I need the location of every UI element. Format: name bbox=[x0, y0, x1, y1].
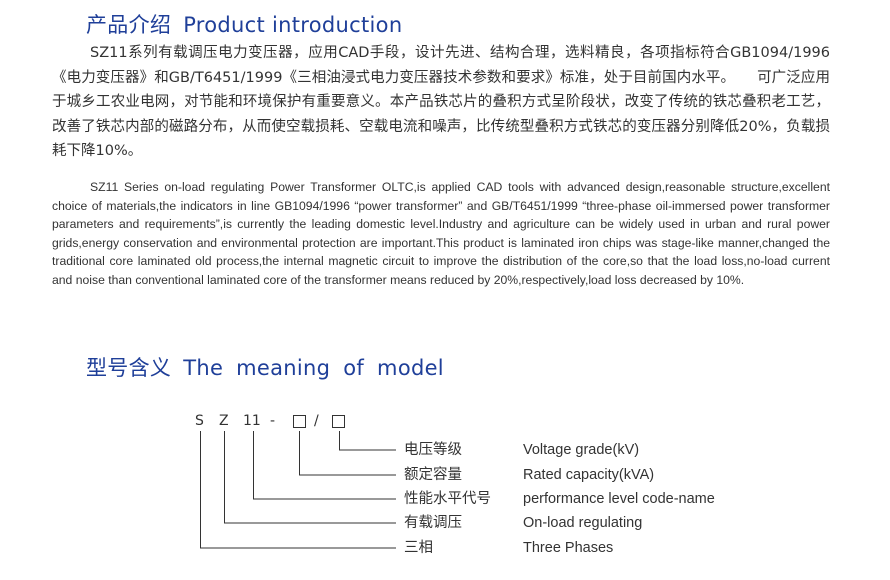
legend-cn-rated-capacity: 额定容量 bbox=[404, 467, 462, 483]
connector-on-load bbox=[224, 431, 396, 524]
legend-en-on-load: On-load regulating bbox=[523, 515, 643, 531]
legend-cn-three-phases: 三相 bbox=[404, 540, 433, 556]
connector-rated-capacity bbox=[299, 431, 396, 476]
model-code-dash: - bbox=[270, 413, 276, 429]
model-code-number: 11 bbox=[243, 413, 261, 429]
legend-en-voltage-grade: Voltage grade(kV) bbox=[523, 442, 640, 458]
legend-cn-on-load: 有载调压 bbox=[404, 515, 462, 531]
product-intro-title-cn: 产品介绍 bbox=[86, 13, 172, 37]
legend-cn-performance-level: 性能水平代号 bbox=[404, 491, 491, 507]
model-code-z: Z bbox=[219, 413, 229, 429]
legend-en-performance-level: performance level code-name bbox=[523, 491, 715, 507]
product-intro-paragraph-en: SZ11 Series on-load regulating Power Tra… bbox=[52, 180, 830, 287]
product-intro-title-en: Product introduction bbox=[183, 13, 403, 37]
connector-performance-level bbox=[253, 431, 396, 500]
product-intro-paragraph-cn: SZ11系列有载调压电力变压器，应用CAD手段，设计先进、结构合理，选料精良，各… bbox=[52, 45, 830, 160]
model-code-voltage-box bbox=[332, 415, 345, 428]
model-code-slash: / bbox=[314, 413, 319, 429]
model-code-capacity-box bbox=[293, 415, 306, 428]
connector-voltage-grade bbox=[339, 431, 396, 451]
legend-en-rated-capacity: Rated capacity(kVA) bbox=[523, 467, 655, 483]
connector-three-phases bbox=[200, 431, 396, 549]
legend-cn-voltage-grade: 电压等级 bbox=[404, 442, 462, 458]
model-meaning-title: 型号含义 The meaning of model bbox=[86, 352, 444, 382]
model-code-s: S bbox=[195, 413, 204, 429]
model-meaning-title-cn: 型号含义 bbox=[86, 356, 172, 380]
legend-en-three-phases: Three Phases bbox=[523, 540, 614, 556]
model-meaning-title-en: The meaning of model bbox=[183, 356, 444, 380]
product-intro-title: 产品介绍 Product introduction bbox=[86, 9, 402, 39]
